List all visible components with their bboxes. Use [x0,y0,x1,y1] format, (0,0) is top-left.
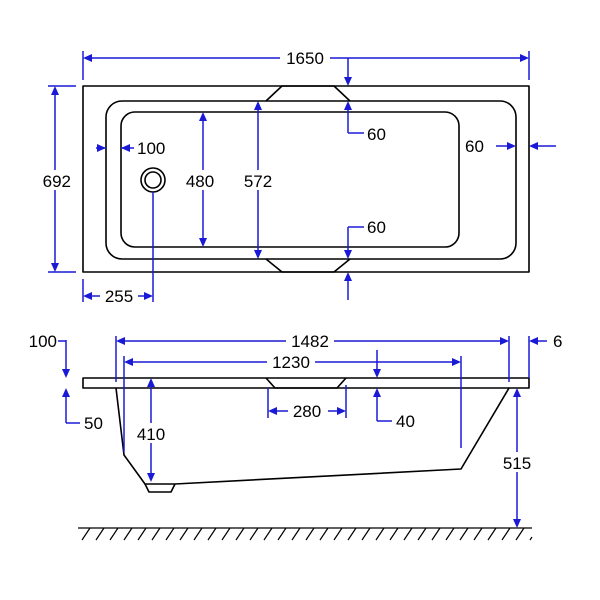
ground-hatching [78,527,533,541]
side-bowl-profile [115,387,510,485]
label-grip-height: 40 [396,412,415,431]
label-base-length: 1230 [272,353,310,372]
label-overall-width: 692 [43,172,71,191]
tub-inner-bowl-inner [120,111,460,248]
dim-inner-width: 480 [183,112,223,247]
dim-grip-length: 280 [267,385,347,421]
tub-inner-bowl-outer [105,100,517,260]
dim-rim-thickness: 50 [62,388,103,433]
label-inner-width: 480 [186,172,214,191]
dim-rim-right-cut: 6 [528,332,562,378]
dim-rim-right: 60 [465,137,556,156]
dim-rim-left-cut: 100 [29,332,70,378]
dim-waste-position: 255 [82,192,154,306]
label-rim-right-cut: 6 [553,332,562,351]
side-foot [144,483,176,493]
bottom-grip-handle [265,258,351,273]
label-waste-offset: 100 [137,139,165,158]
label-grip-depth-bottom: 60 [367,218,386,237]
side-view: 100 50 1482 6 [29,331,562,541]
label-grip-depth-top: 60 [367,125,386,144]
label-grip-length: 280 [293,402,321,421]
top-grip-handle [265,85,351,102]
top-view: 1650 692 100 480 [28,48,556,306]
label-rim-thickness: 50 [84,414,103,433]
dim-overall-width: 692 [28,85,76,273]
label-overall-height: 515 [503,454,531,473]
dim-grip-span: 572 [238,101,278,259]
dim-overall-height: 515 [497,388,537,528]
label-top-length: 1482 [291,332,329,351]
dim-depth: 410 [131,378,171,482]
dim-top-length: 1482 [115,331,510,382]
dim-waste-offset: 100 [96,139,165,158]
tub-outer-rim [82,85,530,273]
label-rim-left-cut: 100 [29,332,57,351]
dim-grip-depth-bottom: 60 [344,218,386,300]
label-overall-length: 1650 [286,49,324,68]
label-waste-position: 255 [105,287,133,306]
label-depth: 410 [137,425,165,444]
side-grip-handle [265,377,347,389]
dim-grip-depth-top: 60 [344,58,386,144]
dim-base-length: 1230 [123,352,462,452]
label-grip-span: 572 [244,172,272,191]
dim-grip-height: 40 [373,350,415,431]
dim-overall-length: 1650 [82,48,530,80]
label-rim-right: 60 [465,137,484,156]
waste-outlet-inner [144,171,162,189]
